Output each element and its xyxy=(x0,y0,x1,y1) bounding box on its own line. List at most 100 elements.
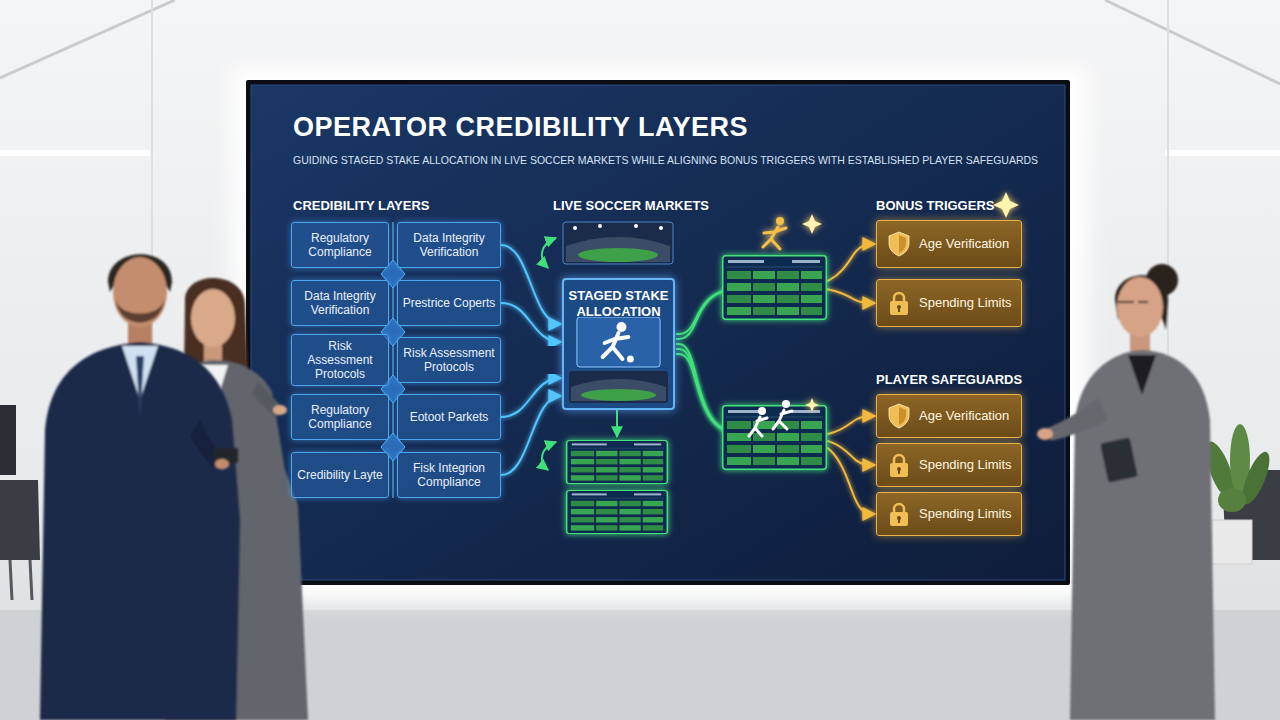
flow-connector xyxy=(676,244,875,334)
decor-path xyxy=(40,342,240,720)
decor-path xyxy=(136,356,144,420)
decor-round xyxy=(782,400,790,408)
decor-path xyxy=(749,417,767,436)
shield-icon xyxy=(888,231,910,257)
decor-round xyxy=(273,405,287,415)
odds-table xyxy=(567,491,668,534)
presenter-woman-right xyxy=(1037,264,1215,720)
player-figure xyxy=(749,400,792,436)
text-holder: PLAYER SAFEGUARDS xyxy=(876,372,1106,387)
decor-round xyxy=(758,407,766,415)
decor-round xyxy=(581,389,656,401)
flow-arrow xyxy=(542,442,556,470)
stadium-image xyxy=(563,222,673,264)
allocation-hub: STAGED STAKE ALLOCATION xyxy=(562,278,675,410)
shield-icon xyxy=(888,403,910,429)
decor-rect xyxy=(1212,520,1252,564)
odds-table xyxy=(723,256,827,320)
node-label: Fisk Integrion Compliance xyxy=(402,461,496,489)
odds-table xyxy=(723,406,827,470)
text-holder: BONUS TRIGGERS xyxy=(876,198,1106,213)
decor-path xyxy=(894,504,904,513)
decor-round xyxy=(634,224,638,228)
decor-path xyxy=(1128,355,1156,395)
node-label: Prestrice Coperts xyxy=(403,296,496,310)
credibility-layer-box: Data Integrity Verification xyxy=(291,280,389,326)
safeguard-box: Age Verification xyxy=(876,220,1022,268)
text-holder: GUIDING STAGED STAKE ALLOCATION IN LIVE … xyxy=(293,154,1058,167)
credibility-layer-box: Eotoot Parkets xyxy=(397,394,501,440)
decor-round xyxy=(1117,277,1163,337)
column-heading: BONUS TRIGGERS xyxy=(876,198,1106,213)
decor-round xyxy=(776,217,784,225)
text-holder: LIVE SOCCER MARKETS xyxy=(553,198,783,213)
decor-path xyxy=(10,560,32,600)
decor-path xyxy=(566,237,670,262)
decor-path xyxy=(116,300,164,323)
safeguard-box: Spending Limits xyxy=(876,443,1022,487)
decor-path xyxy=(0,0,175,78)
decor-round xyxy=(627,356,634,363)
flow-arrow xyxy=(542,238,556,268)
decor-rect xyxy=(898,308,900,312)
sparkle xyxy=(993,192,1019,218)
flow-connector xyxy=(501,378,561,417)
flow-connector xyxy=(501,245,561,324)
flow-connector xyxy=(676,354,875,514)
decor-path xyxy=(899,235,906,253)
decor-round xyxy=(578,248,658,262)
column-heading: CREDIBILITY LAYERS xyxy=(293,198,523,213)
decor-round xyxy=(1218,488,1246,512)
node-label: Risk Assessment Protocols xyxy=(296,339,384,381)
flow-connector xyxy=(501,359,561,361)
decor-path xyxy=(894,293,904,302)
node-label: Credibility Layte xyxy=(297,468,382,482)
diagram-subtitle: GUIDING STAGED STAKE ALLOCATION IN LIVE … xyxy=(293,154,1058,167)
decor-round xyxy=(215,459,229,469)
credibility-layer-box: Credibility Layte xyxy=(291,452,389,498)
decor-rect xyxy=(251,85,1065,580)
decor-path xyxy=(889,232,909,256)
decor-path xyxy=(899,407,906,425)
text-holder: OPERATOR CREDIBILITY LAYERS xyxy=(293,112,1053,143)
decor-round xyxy=(617,322,627,332)
hub-title: STAGED STAKE ALLOCATION xyxy=(568,288,669,320)
node-label: Spending Limits xyxy=(919,295,1012,311)
node-label: Risk Assessment Protocols xyxy=(402,346,496,374)
decor-path xyxy=(894,455,904,464)
diagram-title: OPERATOR CREDIBILITY LAYERS xyxy=(293,112,1053,143)
node-label: Data Integrity Verification xyxy=(296,289,384,317)
decor-rect xyxy=(577,317,660,367)
decor-rect xyxy=(0,405,16,475)
flow-connector xyxy=(501,396,561,475)
decor-rect xyxy=(246,80,1070,585)
node-label: Spending Limits xyxy=(919,506,1012,522)
decor-rect xyxy=(898,470,900,474)
flow-connector xyxy=(501,303,561,342)
credibility-layer-box: Data Integrity Verification xyxy=(397,222,501,268)
node-label: Regulatory Compliance xyxy=(296,231,384,259)
decor-path xyxy=(1048,398,1108,441)
sparkle xyxy=(805,398,819,412)
safeguard-box: Spending Limits xyxy=(876,492,1022,536)
decor-path xyxy=(889,404,909,428)
decor-rect xyxy=(898,519,900,523)
node-label: Data Integrity Verification xyxy=(402,231,496,259)
decor-rect xyxy=(232,66,1088,602)
decor-shape xyxy=(603,333,629,359)
credibility-layer-box: Risk Assessment Protocols xyxy=(291,334,389,386)
decor-path xyxy=(571,379,666,401)
node-label: Spending Limits xyxy=(919,457,1012,473)
decor-rect xyxy=(0,150,150,156)
decor-round xyxy=(659,226,663,230)
decor-round xyxy=(191,289,235,347)
decor-rect xyxy=(1165,150,1280,156)
presenter-man-left xyxy=(40,254,240,720)
credibility-layer-box: Regulatory Compliance xyxy=(291,222,389,268)
flow-arrow xyxy=(616,410,618,437)
decor-rect xyxy=(890,463,908,477)
decor-path xyxy=(1118,301,1148,303)
text-holder: CREDIBILITY LAYERS xyxy=(293,198,523,213)
